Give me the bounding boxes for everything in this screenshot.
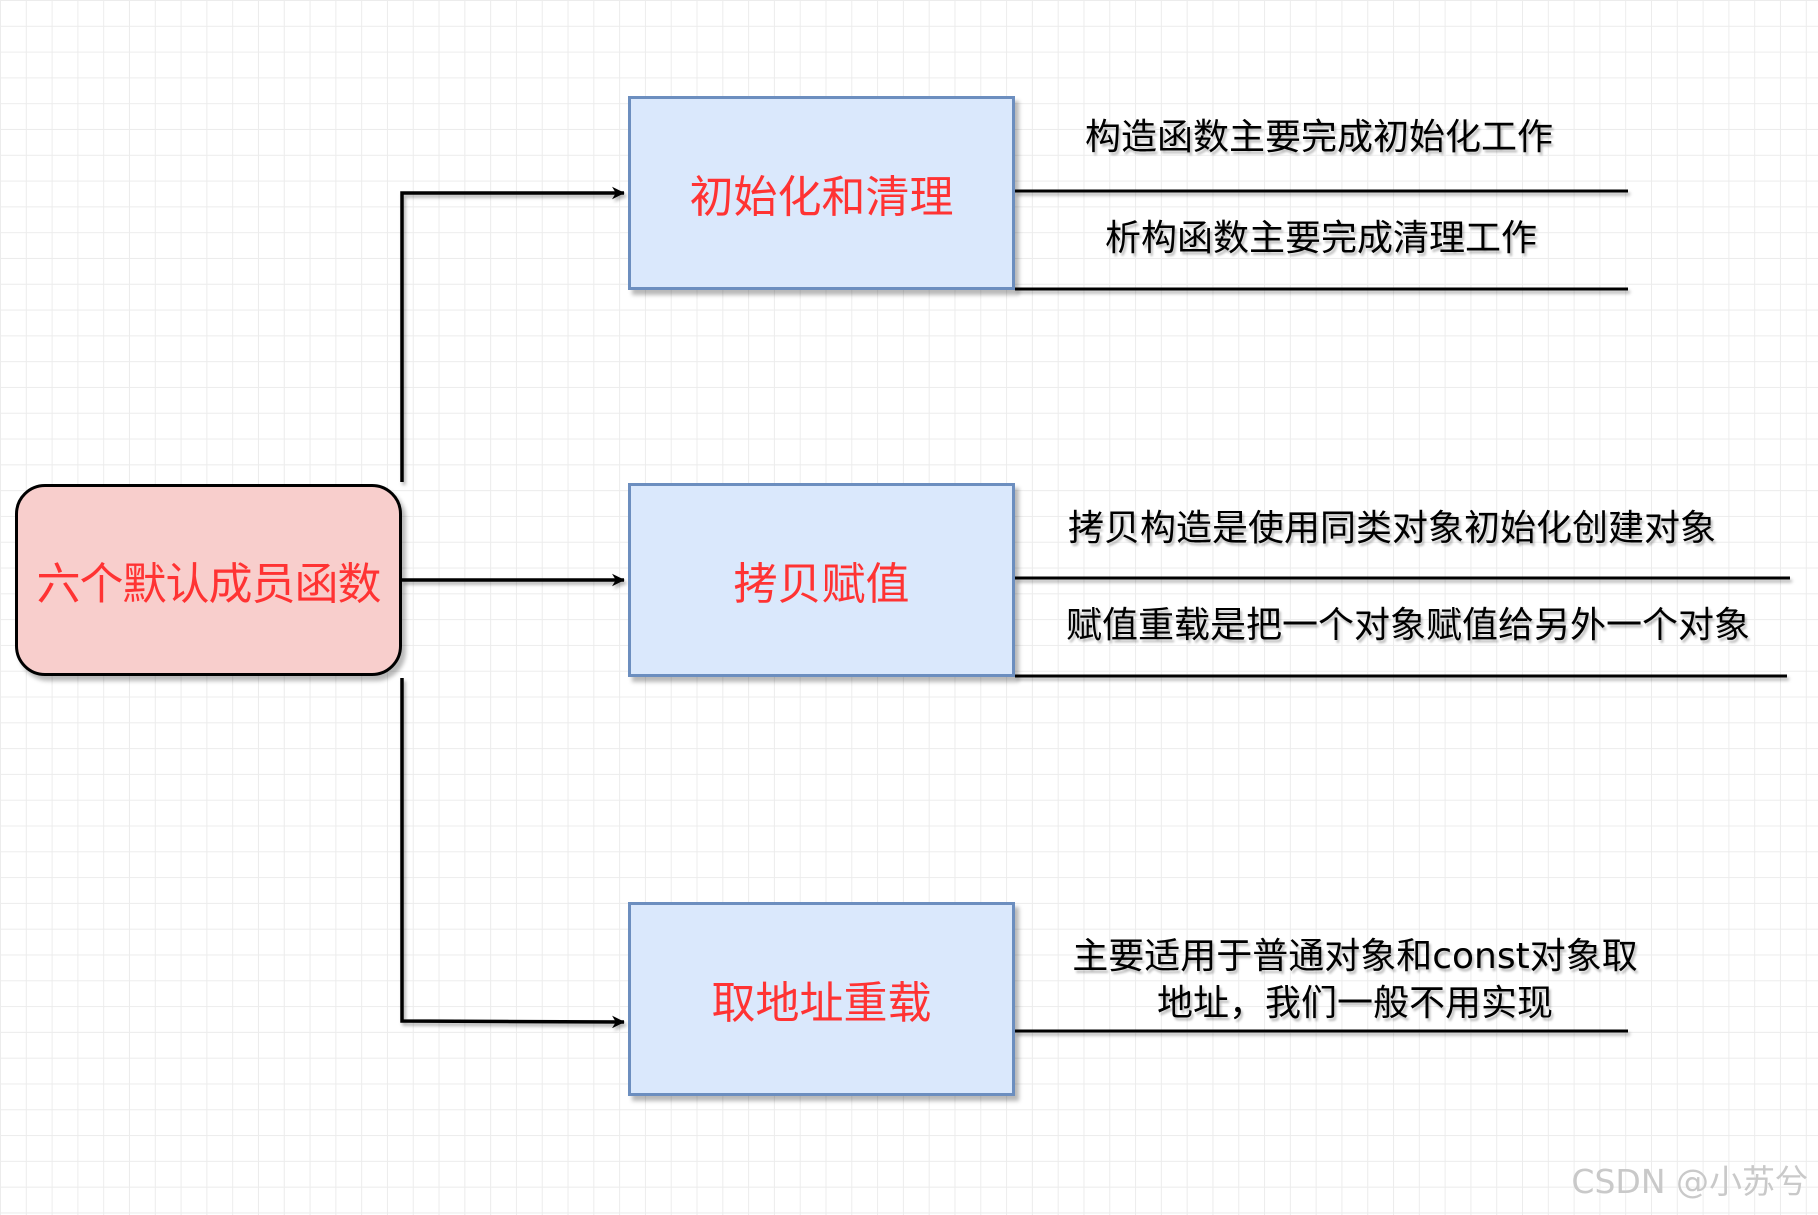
branch-node-label: 取地址重载 <box>711 978 932 1029</box>
note-address-overload-line1: 主要适用于普通对象和const对象取 <box>1072 936 1638 977</box>
branch-node-init-cleanup: 初始化和清理 <box>628 96 1015 290</box>
note-destructor: 析构函数主要完成清理工作 <box>1105 218 1538 259</box>
connector-arrow-bottom <box>400 678 625 1029</box>
note-copy-constructor: 拷贝构造是使用同类对象初始化创建对象 <box>1068 508 1717 549</box>
branch-node-label: 拷贝赋值 <box>733 559 910 610</box>
note-assignment-overload: 赋值重载是把一个对象赋值给另外一个对象 <box>1066 605 1751 646</box>
branch-node-label: 初始化和清理 <box>689 172 954 223</box>
root-node: 六个默认成员函数 <box>15 484 402 676</box>
connector-arrow-top <box>400 186 625 482</box>
branch-node-copy-assign: 拷贝赋值 <box>628 483 1015 677</box>
note-constructor: 构造函数主要完成初始化工作 <box>1085 117 1554 158</box>
root-node-label: 六个默认成员函数 <box>36 559 382 610</box>
note-address-overload-line2: 地址，我们一般不用实现 <box>1156 983 1553 1024</box>
note-address-overload: 主要适用于普通对象和const对象取 地址，我们一般不用实现 <box>1055 933 1655 1027</box>
watermark: CSDN @小苏兮 <box>1571 1162 1808 1201</box>
branch-node-address-overload: 取地址重载 <box>628 902 1015 1096</box>
